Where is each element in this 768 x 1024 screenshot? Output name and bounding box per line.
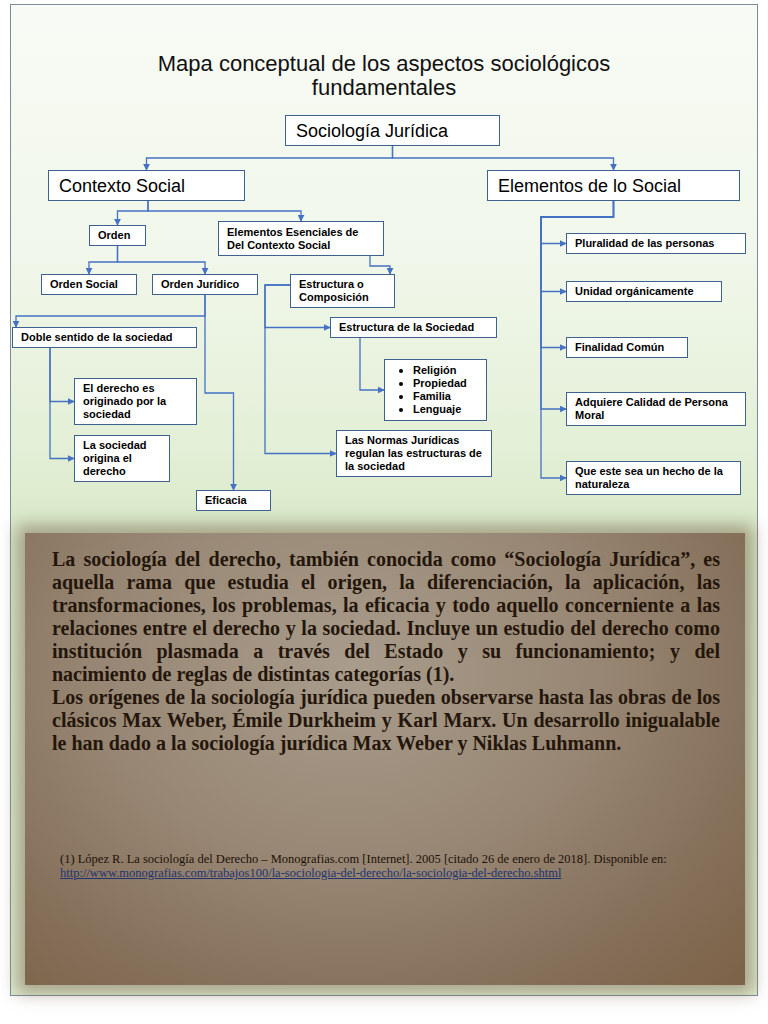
concept-box: Estructura o Composición: [290, 274, 395, 308]
box-text: Orden Jurídico: [161, 278, 249, 291]
footnote-url: http://www.monografias.com/trabajos100/l…: [60, 866, 670, 880]
concept-box: Orden: [89, 225, 146, 246]
box-text: Lenguaje: [413, 403, 461, 416]
list-item: Propiedad: [399, 377, 478, 390]
box-text: Pluralidad de las personas: [575, 237, 737, 250]
box-text: Orden Social: [50, 278, 128, 291]
arrow-connector: [148, 201, 301, 221]
arrow-connector: [118, 201, 149, 225]
box-text: Las Normas Jurídicas regulan las estruct…: [345, 434, 483, 473]
concept-box: Pluralidad de las personas: [566, 233, 746, 254]
box-text: Que este sea un hecho de la naturaleza: [575, 465, 732, 491]
footnote-text: (1) López R. La sociología del Derecho –…: [60, 852, 670, 866]
arrow-connector: [360, 338, 384, 390]
arrow-connector: [16, 295, 205, 327]
concept-box: ReligiónPropiedadFamiliaLenguaje: [384, 359, 487, 421]
box-text: Propiedad: [413, 377, 467, 390]
box-text: Finalidad Común: [575, 341, 679, 354]
box-text: Doble sentido de la sociedad: [21, 331, 188, 344]
concept-box: Elementos de lo Social: [487, 170, 740, 201]
list-item: Religión: [399, 364, 478, 377]
concept-box: Estructura de la Sociedad: [330, 317, 497, 338]
concept-box: Orden Jurídico: [152, 274, 258, 295]
bullet-dot: [399, 408, 403, 412]
concept-box: Doble sentido de la sociedad: [12, 327, 197, 348]
concept-box: El derecho es originado por la sociedad: [74, 378, 197, 425]
diagram-title: Mapa conceptual de los aspectos sociológ…: [104, 52, 664, 100]
box-text: Contexto Social: [59, 175, 234, 197]
box-text: Eficacia: [205, 494, 262, 507]
box-text: Orden: [98, 229, 137, 242]
box-text: Elementos de lo Social: [498, 175, 729, 197]
arrow-connector: [205, 295, 234, 490]
concept-box: Eficacia: [196, 490, 271, 511]
arrow-connector: [370, 256, 390, 274]
bullet-dot: [399, 369, 403, 373]
concept-box: Orden Social: [41, 274, 137, 295]
arrow-connector: [89, 246, 118, 274]
concept-box: Unidad orgánicamente: [566, 281, 722, 302]
box-text: Adquiere Calidad de Persona Moral: [575, 396, 737, 422]
concept-box: Contexto Social: [48, 170, 245, 201]
box-text: Estructura de la Sociedad: [339, 321, 488, 334]
concept-box: Que este sea un hecho de la naturaleza: [566, 461, 741, 495]
list-item: Familia: [399, 390, 478, 403]
bullet-dot: [399, 382, 403, 386]
bullet-dot: [399, 395, 403, 399]
arrow-connector: [147, 146, 393, 170]
box-text: Unidad orgánicamente: [575, 285, 713, 298]
concept-box: Adquiere Calidad de Persona Moral: [566, 392, 746, 426]
concept-box: Elementos Esenciales de Del Contexto Soc…: [218, 221, 384, 256]
box-text: Religión: [413, 364, 456, 377]
box-text: El derecho es originado por la sociedad: [83, 382, 188, 421]
list-item: Lenguaje: [399, 403, 478, 416]
paragraph-text: Los orígenes de la sociología jurídica p…: [52, 686, 720, 755]
concept-box: La sociedad origina el derecho: [74, 435, 170, 482]
arrow-connector: [118, 246, 206, 274]
arrow-connector: [541, 201, 614, 348]
arrow-connector: [50, 348, 74, 402]
box-text: Elementos Esenciales de Del Contexto Soc…: [227, 226, 375, 252]
box-text: Estructura o Composición: [299, 278, 386, 304]
concept-box: Finalidad Común: [566, 337, 688, 358]
concept-box: Sociología Jurídica: [285, 115, 500, 146]
box-text: La sociedad origina el derecho: [83, 439, 161, 478]
arrow-connector: [393, 146, 614, 170]
box-text: Sociología Jurídica: [296, 120, 489, 142]
box-text: Familia: [413, 390, 451, 403]
concept-box: Las Normas Jurídicas regulan las estruct…: [336, 430, 492, 477]
paragraph-text: La sociología del derecho, también conoc…: [52, 548, 720, 686]
arrow-connector: [265, 285, 336, 454]
arrow-connector: [50, 348, 74, 459]
